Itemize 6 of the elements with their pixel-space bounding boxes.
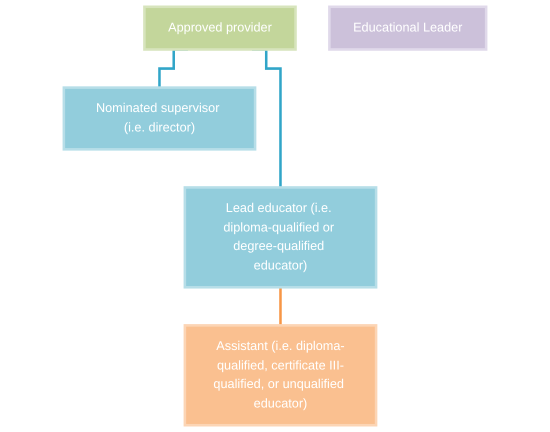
node-box: Approved provider [143,6,297,51]
node-box: Educational Leader [328,6,488,51]
node-box: Lead educator (i.e. diploma-qualified or degree-qualified educator) [184,186,378,289]
node-box: Nominated supervisor (i.e. director) [62,86,256,151]
node-box: Assistant (i.e. diploma-qualified, certificate III-qualified, or unqualified educator) [184,324,378,426]
connector [279,286,282,327]
